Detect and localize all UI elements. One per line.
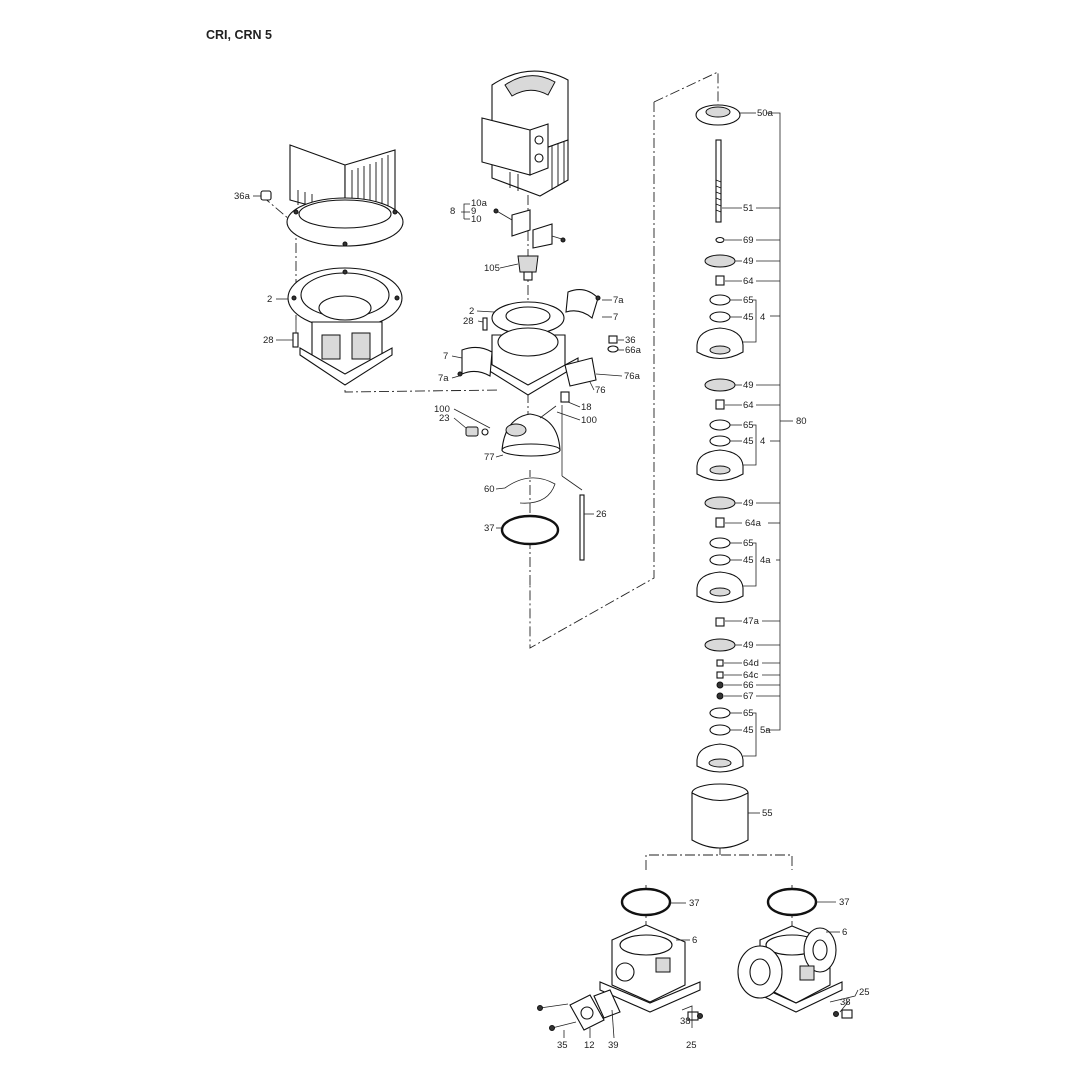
label-45: 45 (743, 312, 754, 323)
label-6: 6 (842, 927, 847, 938)
label-49: 49 (743, 498, 754, 509)
label-49: 49 (743, 640, 754, 651)
label-6: 6 (692, 935, 697, 946)
label-60: 60 (484, 484, 495, 495)
label-18: 18 (581, 402, 592, 413)
label-leaders (253, 195, 624, 529)
label-4: 4 (760, 312, 765, 323)
pump-bases (537, 887, 859, 1039)
label-10a: 10a (471, 198, 488, 209)
label-12: 12 (584, 1040, 595, 1051)
label-45: 45 (743, 725, 754, 736)
label-64a: 64a (745, 518, 762, 529)
label-36: 36 (625, 335, 636, 346)
label-65: 65 (743, 295, 754, 306)
label-64: 64 (743, 400, 754, 411)
label-2: 2 (267, 294, 272, 305)
label-100: 100 (581, 415, 597, 426)
label-4: 4 (760, 436, 765, 447)
label-36a: 36a (234, 191, 251, 202)
label-64c: 64c (743, 670, 759, 681)
label-26: 26 (596, 509, 607, 520)
diagram-title: CRI, CRN 5 (206, 28, 272, 42)
middle-motor-assembly (457, 70, 619, 561)
label-2: 2 (469, 306, 474, 317)
label-39: 39 (608, 1040, 619, 1051)
label-4a: 4a (760, 555, 771, 566)
label-51: 51 (743, 203, 754, 214)
label-80: 80 (796, 416, 807, 427)
part-labels: 50a 51 69 49 64 65 45 4 49 64 65 45 4 49… (234, 108, 870, 1051)
label-66: 66 (743, 680, 754, 691)
label-23: 23 (439, 413, 450, 424)
label-7a: 7a (438, 373, 449, 384)
label-37: 37 (689, 898, 700, 909)
label-37: 37 (839, 897, 850, 908)
label-38: 38 (680, 1016, 691, 1027)
label-65: 65 (743, 420, 754, 431)
label-25: 25 (686, 1040, 697, 1051)
label-28: 28 (263, 335, 274, 346)
label-7: 7 (443, 351, 448, 362)
label-105: 105 (484, 263, 500, 274)
label-7: 7 (613, 312, 618, 323)
label-50a: 50a (757, 108, 774, 119)
label-65: 65 (743, 708, 754, 719)
label-5a: 5a (760, 725, 771, 736)
label-76: 76 (595, 385, 606, 396)
label-100: 100 (434, 404, 450, 415)
pump-stack (691, 104, 793, 849)
label-38: 38 (840, 997, 851, 1008)
label-9: 9 (471, 206, 476, 217)
label-64: 64 (743, 276, 754, 287)
label-76a: 76a (624, 371, 641, 382)
label-67: 67 (743, 691, 754, 702)
label-45: 45 (743, 555, 754, 566)
label-45: 45 (743, 436, 754, 447)
label-77: 77 (484, 452, 495, 463)
label-8: 8 (450, 206, 455, 217)
label-69: 69 (743, 235, 754, 246)
label-65: 65 (743, 538, 754, 549)
label-66a: 66a (625, 345, 642, 356)
label-55: 55 (762, 808, 773, 819)
label-47a: 47a (743, 616, 760, 627)
label-49: 49 (743, 256, 754, 267)
label-37: 37 (484, 523, 495, 534)
label-25: 25 (859, 987, 870, 998)
label-35: 35 (557, 1040, 568, 1051)
label-10: 10 (471, 214, 482, 225)
label-28: 28 (463, 316, 474, 327)
label-64d: 64d (743, 658, 759, 669)
left-motor-assembly (260, 144, 404, 386)
label-7a: 7a (613, 295, 624, 306)
label-49: 49 (743, 380, 754, 391)
